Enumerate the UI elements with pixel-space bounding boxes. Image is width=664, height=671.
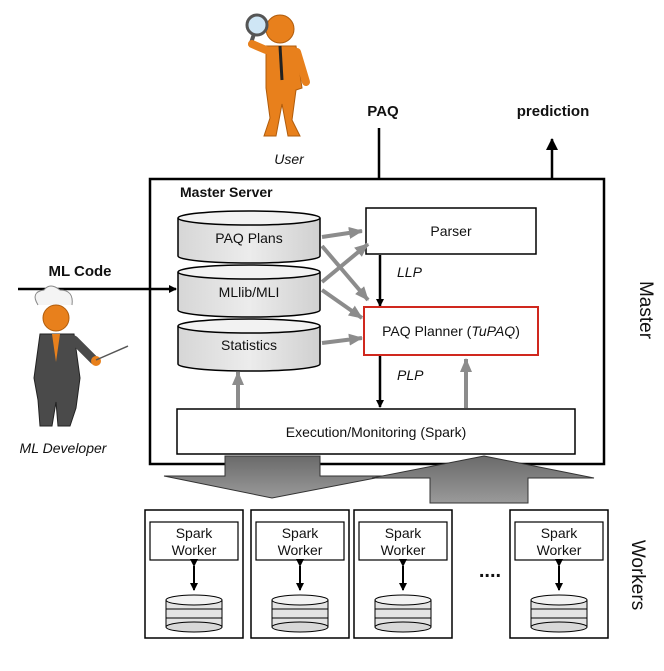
arrow-mllib-to-parser — [320, 242, 370, 284]
store-label-mllib-mli: MLlib/MLI — [219, 284, 280, 300]
paq-planner-box — [363, 306, 539, 356]
database-icon — [374, 594, 432, 633]
store-label-statistics: Statistics — [221, 337, 277, 353]
magnifier-icon — [245, 13, 269, 37]
user-head-icon — [265, 14, 295, 44]
spark-worker-label-line2: Worker — [278, 542, 323, 558]
master-server-title: Master Server — [180, 184, 273, 200]
ellipsis-label: .... — [479, 560, 501, 582]
spark-worker-label-line1: Spark — [176, 525, 214, 541]
spark-worker-label-line2: Worker — [172, 542, 217, 558]
master-side-label: Master — [635, 281, 656, 340]
spark-worker-label-line2: Worker — [381, 542, 426, 558]
ml-developer-label: ML Developer — [20, 440, 108, 456]
gray-arrows — [232, 226, 472, 408]
spark-worker-label-line1: Spark — [385, 525, 423, 541]
store-statistics: Statistics — [177, 318, 321, 372]
developer-head-icon — [42, 304, 70, 332]
arrow-stats-to-planner — [321, 333, 363, 346]
pointer-icon — [95, 345, 129, 361]
database-icon — [271, 594, 329, 633]
user-figure — [245, 13, 310, 137]
database-icon — [165, 594, 223, 633]
arrow-mllib-to-planner — [320, 288, 364, 320]
store-mllib-mli: MLlib/MLI — [177, 264, 321, 318]
store-label-paq-plans: PAQ Plans — [215, 230, 282, 246]
spark-worker-label-line1: Spark — [541, 525, 579, 541]
plp-label: PLP — [397, 367, 424, 383]
downward-big-arrow — [163, 455, 387, 499]
prediction-label: prediction — [517, 103, 590, 120]
store-paq-plans: PAQ Plans — [177, 210, 321, 264]
paq-planner-label: PAQ Planner (TuPAQ) — [382, 323, 520, 339]
execution-label: Execution/Monitoring (Spark) — [286, 424, 467, 440]
spark-worker-label-line1: Spark — [282, 525, 320, 541]
parser-label: Parser — [430, 223, 472, 239]
spark-worker-box — [514, 521, 604, 561]
arrow-plans-to-planner — [320, 244, 370, 302]
llp-label: LLP — [397, 264, 423, 280]
spark-worker-box — [149, 521, 239, 561]
arrow-plans-to-parser — [321, 226, 363, 239]
parser-box — [365, 207, 537, 255]
ml-developer-figure — [33, 285, 129, 427]
user-label: User — [274, 151, 305, 167]
workers-group: SparkWorkerSparkWorkerSparkWorkerSparkWo… — [144, 509, 609, 639]
paq-label: PAQ — [367, 103, 399, 120]
database-icon — [530, 594, 588, 633]
spark-worker-label-line2: Worker — [537, 542, 582, 558]
execution-box — [176, 408, 576, 455]
ml-code-label: ML Code — [48, 263, 111, 280]
spark-worker-box — [255, 521, 345, 561]
workers-side-label: Workers — [627, 540, 648, 610]
upward-big-arrow — [371, 455, 595, 504]
